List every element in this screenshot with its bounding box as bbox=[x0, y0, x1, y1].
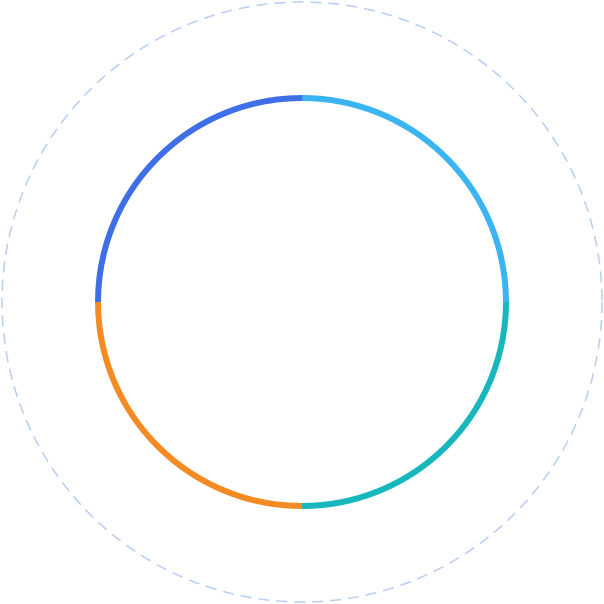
ring-segment-top-right bbox=[301, 95, 509, 303]
inner-segmented-ring bbox=[95, 95, 509, 509]
ring-segment-top-left bbox=[95, 95, 303, 303]
ring-segment-bottom-right bbox=[301, 301, 509, 509]
ring-segment-bottom-left bbox=[95, 301, 303, 509]
